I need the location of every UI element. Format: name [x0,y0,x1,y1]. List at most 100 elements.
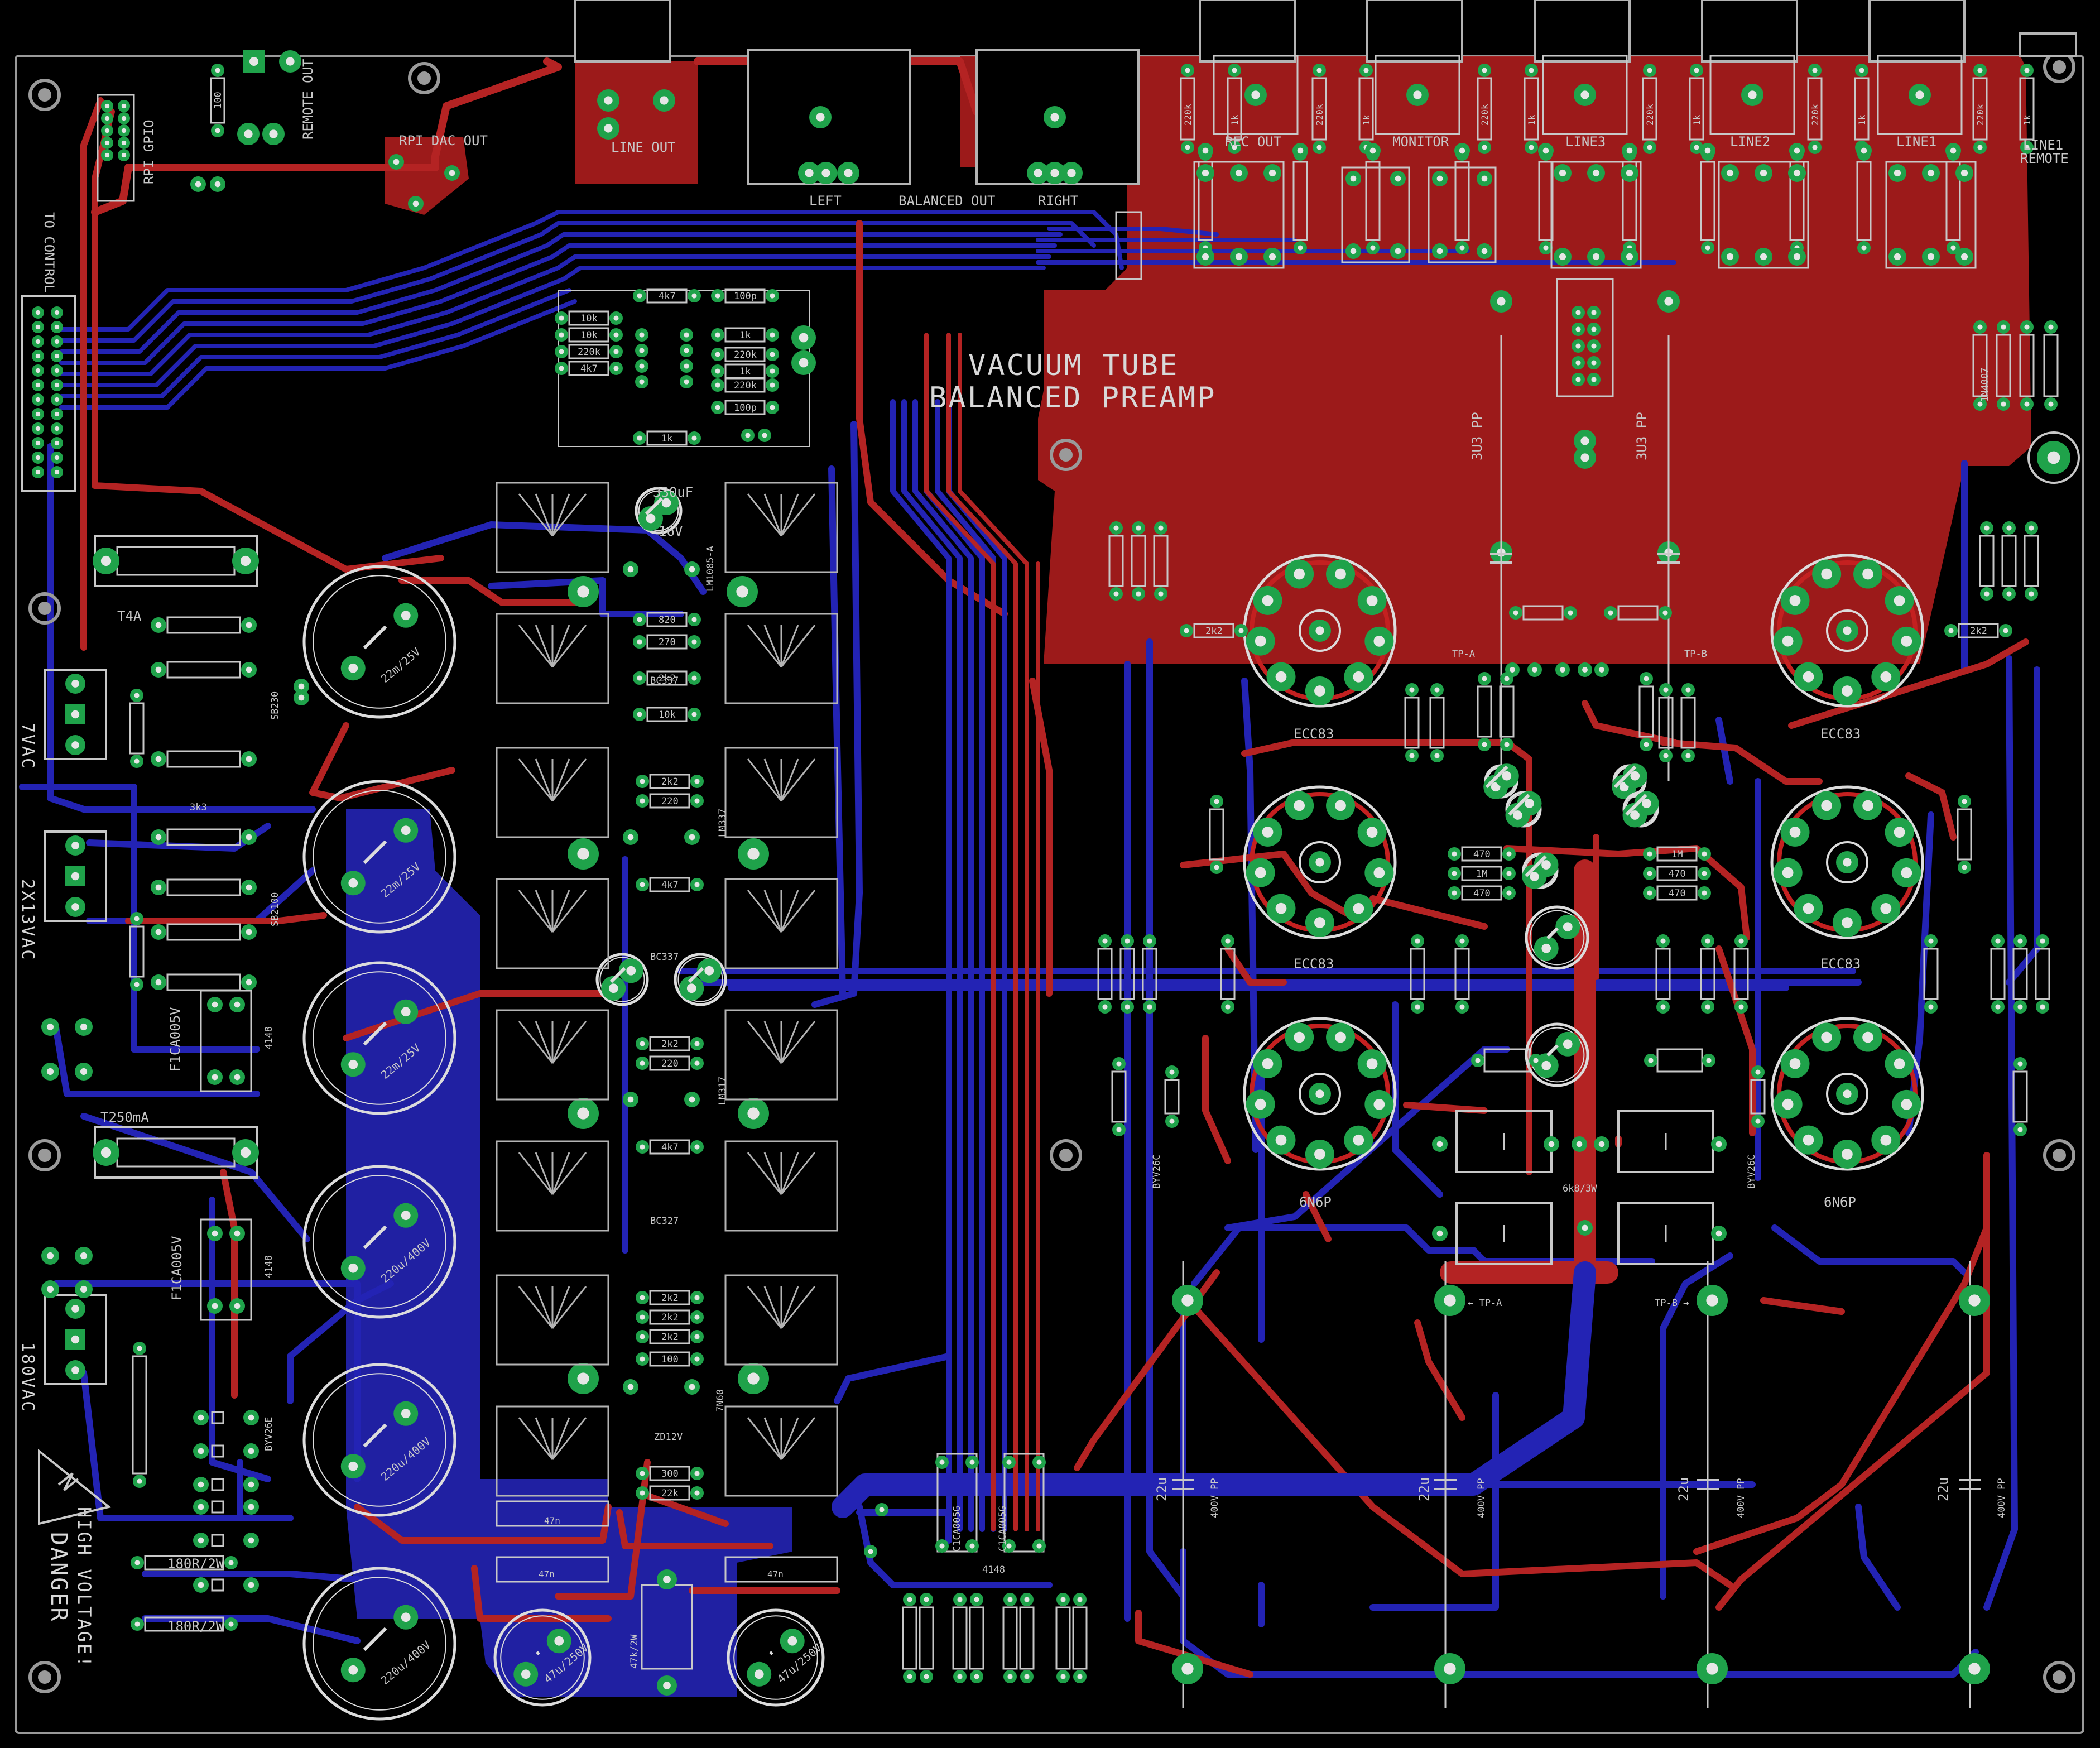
hv-cap-pad-drill [1444,1294,1456,1307]
resistor-body [1656,866,1698,881]
terminal-block [44,1294,107,1385]
resistor-body [1996,334,2011,397]
mount-hole [417,71,431,85]
cap-pad-drill [348,1263,358,1273]
resistor-pad-drill [1755,1118,1761,1124]
tube-center-ring [1826,841,1868,883]
input-resistor-label: 220k [1314,104,1325,126]
mount-hole-ring [1050,439,1082,471]
pad-drill [1036,1459,1042,1465]
cap-pad-drill [348,1059,358,1069]
resistor-label: 820 [659,614,676,626]
header-pin-drill [35,411,41,417]
heatsink-fin [518,1286,554,1329]
resistor-pad-drill [1663,687,1669,693]
electrolytic-cap-outline [1622,791,1659,828]
heatsink-fin [763,1152,782,1195]
pad-drill [1626,147,1633,154]
cap-400v-4-label: 400V PP [1996,1478,2007,1518]
resistor-label: 100 [661,1354,679,1365]
relay-pad-drill [1202,253,1209,261]
diode-outline [211,1478,224,1491]
resistor-pad-drill [215,68,220,73]
rca-jack-outline [1709,55,1795,135]
tube-socket-outline [1770,554,1924,708]
film-cap-label: 47n [539,1569,555,1579]
resistor-body [1311,77,1327,141]
gpio-pin-drill [121,152,127,158]
resistor-pad-drill [694,1314,700,1320]
relay-pad-drill [212,1001,218,1008]
relay-pad-drill [1202,169,1209,177]
pad-drill [1050,113,1059,122]
tube-pin-drill [1894,1058,1905,1069]
resistor-body [132,1355,147,1475]
tube-socket-outline [1243,1017,1397,1171]
resistor-pad-drill [1702,851,1707,857]
resistor-pad-drill [637,639,642,645]
resistor-label: 220 [661,1058,679,1069]
resistor-pad-drill [1102,938,1108,944]
pad-drill [844,169,853,177]
resistor-pad-drill [1504,676,1510,681]
cap-pad-drill [646,513,656,524]
resistor-body [646,612,688,627]
resistor-pad-drill [2001,324,2006,330]
top-copper-pour [569,56,2031,664]
tube-pin-drill [1803,671,1814,683]
resistor-label: 2k2 [1970,626,1987,637]
resistor-pad-drill [770,405,775,410]
resistor-label: 4k7 [580,363,598,374]
electrolytic-cap-outline [727,1608,825,1707]
resistor-pad-drill [1984,591,1990,597]
relay-pad-drill [1235,169,1243,177]
resistor-pad-drill [1316,68,1322,73]
resistor-pad-drill [1238,628,1244,633]
resistor-label: 22k [661,1488,679,1499]
resistor-pad-drill [1482,68,1487,73]
resistor-pad-drill [2006,525,2012,531]
resistor-pad-drill [640,1471,645,1476]
resistor-pad-drill [1702,890,1707,896]
tube-pin-drill [1782,635,1794,647]
tube-pin-drill [1275,671,1287,683]
square-pad-drill [71,1335,80,1344]
resistor-label: 10k [659,709,676,721]
resistor-body [1656,885,1698,901]
resistor-body [1193,623,1234,638]
heatsink-outline [724,747,838,838]
pad-drill [660,96,669,105]
resistor-pad-drill [640,1490,645,1496]
relay2-label: F1CA005V [169,1236,185,1300]
resistor-pad-drill [694,779,700,784]
cap-pad-drill [348,1461,358,1471]
relay-pad-drill [1927,253,1935,261]
cap-polarity [1613,765,1637,789]
c1ca-1-label: C1CA005G [952,1506,963,1552]
resistor-label: 1k [739,330,751,341]
pad-drill [71,741,79,749]
pad-drill [71,680,79,688]
header-pin-drill [1575,326,1581,332]
cap-polarity [363,1423,387,1448]
square-pad-drill [249,57,258,66]
trimmer-pad-drill [2047,451,2060,464]
tp-b-arrow-label: TP-B → [1655,1298,1689,1309]
heatsinks [496,482,838,1497]
connector-body [1868,0,1966,63]
pad-drill [1548,1141,1555,1147]
heatsink-fin [518,1152,554,1195]
relay-pad-drill [234,1074,241,1081]
fuse-pad-drill [100,555,112,566]
cap-330u-label: 330uF [653,484,693,500]
electrolytic-cap-inner [500,1615,585,1700]
tube-pin-drill [1803,1134,1814,1146]
resistor-body [1365,161,1381,241]
relay-pad-drill [1960,253,1968,261]
bottom-copper-pour [346,809,792,1697]
resistor-pad-drill [640,1295,645,1300]
cap-pad-drill [401,1612,411,1622]
pad-drill [969,1543,975,1549]
resistor-pad-drill [1812,145,1818,150]
resistor-pad-drill [134,1560,140,1565]
